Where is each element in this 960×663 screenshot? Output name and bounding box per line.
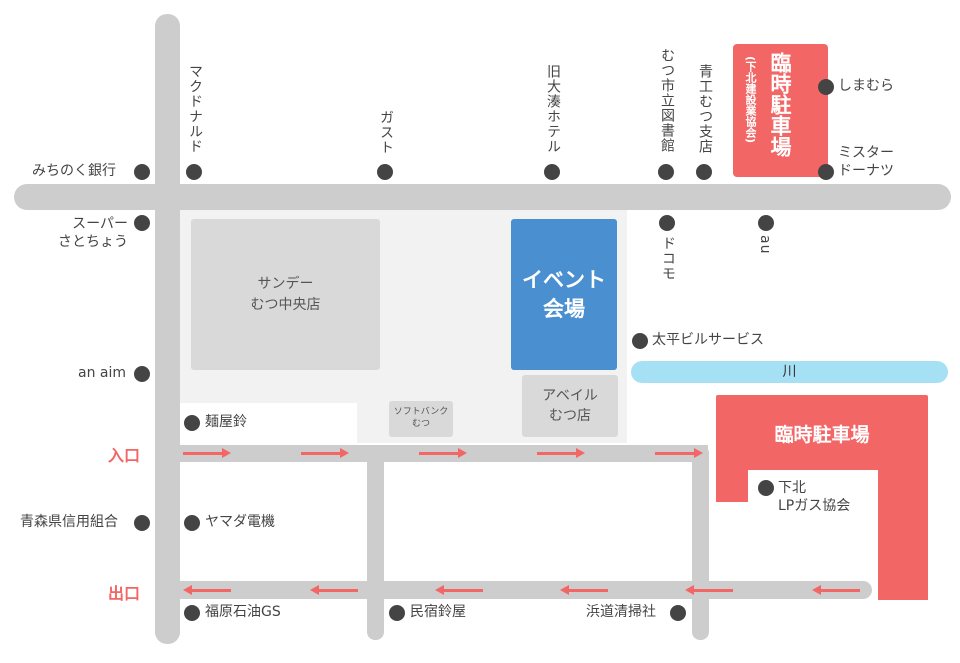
- arrow-right-icon: [301, 448, 349, 458]
- parking-top-title: 臨時駐車場: [768, 52, 792, 157]
- arrow-right-icon: [655, 448, 703, 458]
- landmark-menya: 麺屋鈴: [205, 414, 247, 430]
- landmark-gusto: ガスト: [378, 110, 394, 155]
- landmark-mcdonalds: マクドナルド: [187, 64, 203, 154]
- marker-dot-icon: [670, 605, 686, 621]
- block-white: [180, 403, 357, 443]
- landmark-au: au: [757, 235, 773, 255]
- river-label: 川: [782, 364, 797, 380]
- river: 川: [631, 361, 948, 383]
- marker-dot-icon: [184, 515, 200, 531]
- marker-dot-icon: [758, 480, 774, 496]
- sunday-store: サンデー むつ中央店: [191, 219, 380, 370]
- landmark-anaim: an aim: [78, 365, 127, 381]
- abeile-store: アベイル むつ店: [522, 375, 618, 437]
- landmark-michinoku: みちのく銀行: [32, 163, 116, 179]
- marker-dot-icon: [818, 79, 834, 95]
- landmark-docomo: ドコモ: [660, 236, 676, 281]
- landmark-yamada: ヤマダ電機: [205, 514, 275, 530]
- parking-main: [716, 395, 928, 470]
- marker-dot-icon: [659, 215, 675, 231]
- landmark-super: スーパー さとちょう: [58, 216, 128, 250]
- parking-top-sub: (下北建設業協会): [744, 56, 757, 144]
- marker-dot-icon: [818, 164, 834, 180]
- marker-dot-icon: [696, 164, 712, 180]
- entrance-label: 入口: [108, 446, 141, 465]
- exit-label: 出口: [108, 584, 141, 603]
- road-top-horizontal: [14, 184, 951, 210]
- parking-main-left: [716, 468, 748, 502]
- marker-dot-icon: [184, 605, 200, 621]
- marker-dot-icon: [658, 164, 674, 180]
- marker-dot-icon: [134, 366, 150, 382]
- road-exit: [180, 581, 872, 599]
- landmark-library: むつ市立図書館: [659, 48, 675, 153]
- parking-main-title: 臨時駐車場: [774, 424, 870, 446]
- arrow-left-icon: [560, 585, 608, 595]
- landmark-hamamichi: 浜道清掃社: [586, 604, 656, 620]
- landmark-taihei: 太平ビルサービス: [652, 332, 764, 348]
- arrow-left-icon: [812, 585, 860, 595]
- arrow-left-icon: [685, 585, 733, 595]
- landmark-aomori-bank: 青森県信用組合: [20, 514, 118, 530]
- road-right-vertical: [692, 445, 709, 640]
- arrow-left-icon: [183, 585, 231, 595]
- landmark-lpgas: 下北 LPガス協会: [778, 480, 851, 514]
- marker-dot-icon: [758, 215, 774, 231]
- parking-main-right: [878, 468, 928, 600]
- event-venue: イベント 会場: [511, 219, 617, 370]
- parking-top: 臨時駐車場 (下北建設業協会): [733, 44, 828, 177]
- marker-dot-icon: [389, 605, 405, 621]
- marker-dot-icon: [544, 164, 560, 180]
- landmark-aoko: 青工むつ支店: [697, 64, 713, 154]
- arrow-right-icon: [537, 448, 585, 458]
- softbank-store: ソフトバンク むつ: [389, 401, 453, 437]
- marker-dot-icon: [186, 164, 202, 180]
- landmark-hotel: 旧大湊ホテル: [545, 64, 561, 154]
- landmark-misdo: ミスター ドーナツ: [838, 145, 894, 179]
- marker-dot-icon: [184, 415, 200, 431]
- arrow-left-icon: [435, 585, 483, 595]
- landmark-shimamura: しまむら: [838, 78, 894, 94]
- arrow-right-icon: [183, 448, 231, 458]
- road-mid-vertical: [367, 445, 384, 640]
- marker-dot-icon: [377, 164, 393, 180]
- landmark-fukuhara: 福原石油GS: [205, 604, 281, 620]
- arrow-right-icon: [419, 448, 467, 458]
- marker-dot-icon: [134, 164, 150, 180]
- marker-dot-icon: [134, 215, 150, 231]
- landmark-minshuku: 民宿鈴屋: [410, 604, 466, 620]
- marker-dot-icon: [134, 515, 150, 531]
- arrow-left-icon: [310, 585, 358, 595]
- road-left-vertical: [155, 14, 180, 644]
- marker-dot-icon: [632, 333, 648, 349]
